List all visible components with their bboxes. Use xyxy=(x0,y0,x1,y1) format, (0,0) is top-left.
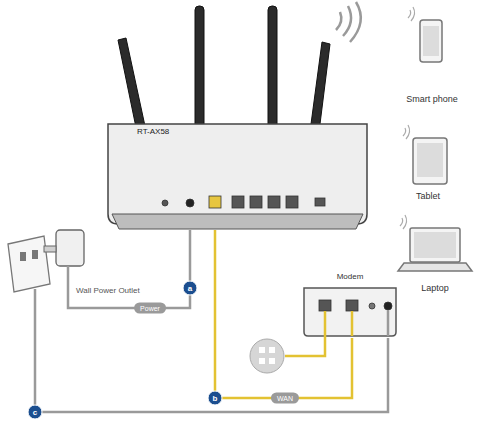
wifi-wave xyxy=(403,128,406,136)
callout-letter: c xyxy=(28,405,43,420)
jack-socket xyxy=(259,347,265,353)
callout-letter: b xyxy=(208,391,223,406)
wifi-wave xyxy=(343,6,351,36)
node-label: Wall Power Outlet xyxy=(76,286,140,295)
outlet-socket xyxy=(20,252,26,261)
laptop-icon xyxy=(410,228,460,262)
cable xyxy=(68,230,190,308)
power-adapter xyxy=(56,230,84,266)
antenna xyxy=(195,6,204,131)
node-label: Laptop xyxy=(394,283,476,293)
device-laptop: Laptop xyxy=(394,212,476,298)
laptop-base xyxy=(398,263,472,271)
outlet-socket xyxy=(32,250,38,259)
modem: Modem xyxy=(300,262,400,338)
adapter-plug xyxy=(44,246,56,252)
tablet-screen xyxy=(417,143,443,177)
modem-power-port xyxy=(384,302,392,310)
router: RT-AX58 xyxy=(105,115,370,230)
wifi-wave xyxy=(411,7,415,21)
lan-port xyxy=(268,196,280,208)
wall-outlet xyxy=(8,236,50,292)
wall-outlet: Wall Power Outlet xyxy=(5,222,155,302)
cable xyxy=(35,302,388,412)
wall-jack xyxy=(250,339,284,373)
wifi-wave xyxy=(336,12,341,30)
node-label: Modem xyxy=(300,272,400,281)
modem-body xyxy=(304,288,396,336)
adapter-cord xyxy=(34,289,37,302)
wan-cable xyxy=(351,311,354,336)
wifi-wave xyxy=(403,215,407,229)
tablet-icon xyxy=(413,138,447,184)
button xyxy=(162,200,168,206)
antenna xyxy=(268,6,277,131)
cable xyxy=(215,230,352,398)
node-label: Smart phone xyxy=(396,94,468,104)
wan-port xyxy=(209,196,221,208)
callout-letter: a xyxy=(183,281,198,296)
phone-screen xyxy=(423,26,439,56)
cable-tag: Power xyxy=(134,303,166,314)
power-cord xyxy=(387,310,390,336)
modem-port xyxy=(346,300,358,311)
laptop-screen xyxy=(414,232,456,258)
node-label: RT-AX58 xyxy=(137,127,169,136)
phone-icon xyxy=(420,20,442,62)
node-label: Tablet xyxy=(396,191,460,201)
lan-port xyxy=(232,196,244,208)
cable-tag: WAN xyxy=(271,393,299,404)
modem-port xyxy=(319,300,331,311)
jack-socket xyxy=(269,347,275,353)
device-tablet: Tablet xyxy=(396,128,460,206)
device-phone: Smart phone xyxy=(396,8,468,108)
usb-port xyxy=(315,198,325,206)
lan-port xyxy=(286,196,298,208)
adapter-cord xyxy=(67,266,70,302)
wifi-wave xyxy=(350,2,361,42)
phone-cable xyxy=(324,311,327,336)
wifi-wave xyxy=(408,10,411,18)
router-base xyxy=(112,214,363,229)
phone-cable xyxy=(285,336,325,356)
modem-button xyxy=(369,303,375,309)
jack-socket xyxy=(259,358,265,364)
wifi-wave xyxy=(406,125,410,139)
wifi-wave xyxy=(400,218,403,226)
router-body xyxy=(108,124,367,224)
lan-port xyxy=(250,196,262,208)
power-port xyxy=(186,199,194,207)
jack-socket xyxy=(269,358,275,364)
